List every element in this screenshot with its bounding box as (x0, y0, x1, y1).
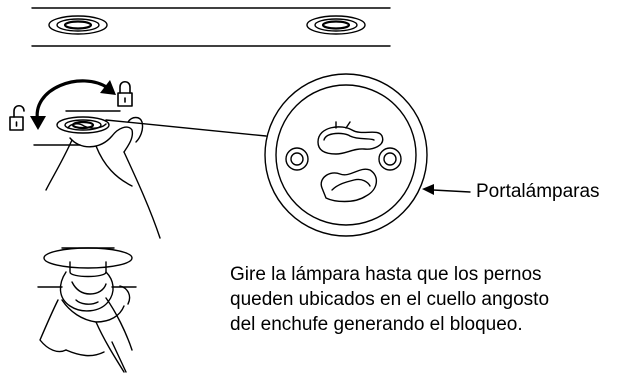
lampholder-label: Portalámparas (476, 181, 600, 202)
downlight-left (48, 15, 108, 35)
instruction-text: Gire la lámpara hasta que los pernos que… (230, 262, 549, 337)
instruction-line: queden ubicados en el cuello angosto (230, 289, 550, 310)
locked-padlock-icon (117, 80, 133, 107)
ceiling-panel (31, 7, 391, 47)
hand-installing-lamp (33, 110, 161, 239)
downlight-right (306, 15, 366, 35)
detail-leader-line (105, 119, 267, 137)
unlocked-padlock-icon (9, 104, 25, 131)
lampholder-socket-detail (264, 73, 428, 237)
lamp-insertion-illustration (37, 247, 137, 373)
callout-arrow (422, 184, 471, 195)
instruction-line: del enchufe generando el bloqueo. (230, 314, 523, 335)
instruction-line: Gire la lámpara hasta que los pernos (230, 264, 542, 285)
rotate-arrow-icon (30, 79, 116, 130)
